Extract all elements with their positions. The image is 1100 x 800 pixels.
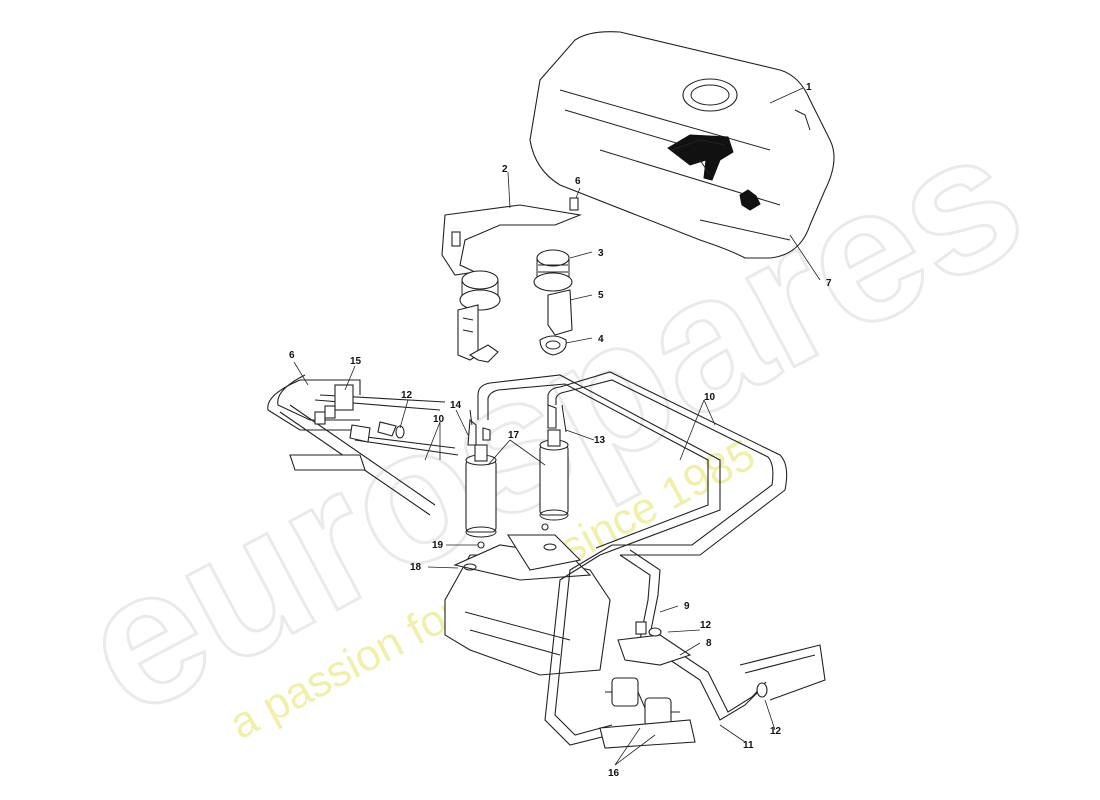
callout-16: 16	[608, 768, 620, 779]
pump-seal-collars[interactable]	[459, 249, 573, 311]
callout-9: 9	[684, 601, 690, 612]
callout-13: 13	[594, 435, 606, 446]
hose-clip-15	[334, 384, 354, 411]
callout-10-left: 10	[433, 414, 445, 425]
callout-3: 3	[598, 248, 604, 259]
callout-1: 1	[806, 82, 812, 93]
pump-connectors[interactable]	[467, 404, 567, 446]
callout-15: 15	[350, 356, 362, 367]
callout-5: 5	[598, 290, 604, 301]
callout-17: 17	[508, 430, 520, 441]
callout-14: 14	[450, 400, 462, 411]
hose-bolt	[324, 405, 336, 419]
bracket-bolt	[451, 231, 461, 247]
hose-bracket[interactable]	[617, 621, 768, 698]
callout-8: 8	[706, 638, 712, 649]
callout-labels: 1 2 3 4 5 6 6 7 8 9 10 10 11 12 12 12 13…	[289, 82, 832, 779]
callout-11: 11	[743, 740, 754, 751]
pump-o-ring	[477, 541, 485, 549]
filler-neck	[682, 78, 738, 112]
hose-clamp	[395, 425, 405, 439]
left-hose-assembly[interactable]	[267, 374, 459, 516]
hose-bolt	[314, 411, 326, 425]
tank-bracket-clip	[739, 189, 761, 211]
hose-clamp	[648, 627, 662, 637]
callout-19: 19	[432, 540, 444, 551]
callout-18: 18	[410, 562, 422, 573]
hose-clamp	[756, 682, 768, 698]
tank-sender-unit	[667, 134, 734, 181]
fuel-tank[interactable]	[529, 31, 835, 259]
callout-2: 2	[502, 164, 508, 175]
fuel-filter-assembly[interactable]	[599, 677, 696, 749]
fuel-pump-right[interactable]	[539, 429, 569, 531]
main-fuel-lines[interactable]	[477, 371, 788, 556]
callout-12-mid: 12	[700, 620, 712, 631]
fuel-pump-left[interactable]	[465, 444, 497, 549]
callout-6-bolt: 6	[575, 176, 581, 187]
callout-10-right: 10	[704, 392, 716, 403]
callout-4: 4	[598, 334, 604, 345]
callout-7: 7	[826, 278, 832, 289]
pump-mounting-bracket[interactable]	[441, 197, 583, 276]
callout-12-left: 12	[401, 390, 413, 401]
callout-12-right: 12	[770, 726, 782, 737]
leader-lines	[293, 87, 821, 766]
pump-clamp-ring	[539, 335, 567, 356]
bracket-bolt	[569, 197, 579, 211]
pump-o-ring	[541, 523, 549, 531]
pump-clamps[interactable]	[457, 289, 573, 363]
callout-6-hose: 6	[289, 350, 295, 361]
lower-fuel-lines[interactable]	[544, 544, 826, 746]
